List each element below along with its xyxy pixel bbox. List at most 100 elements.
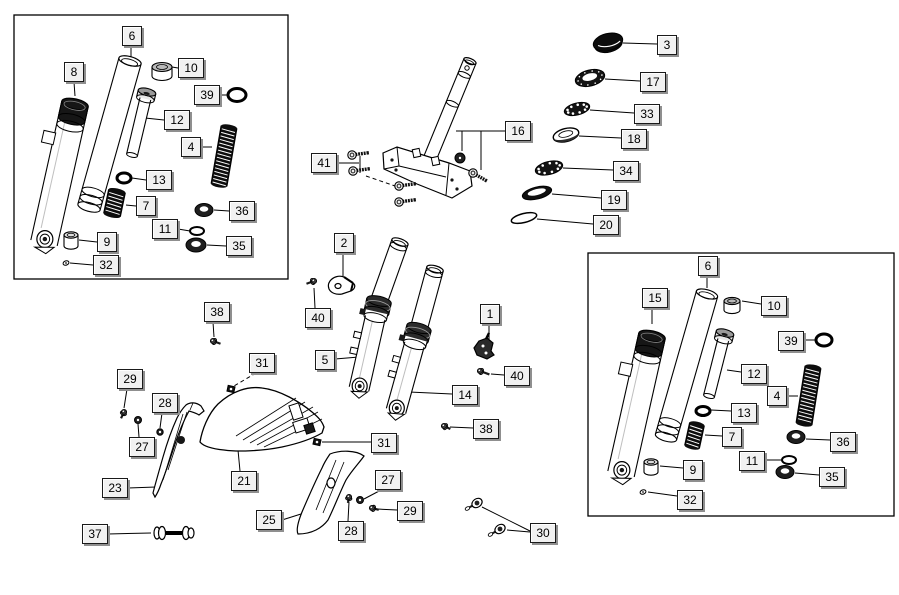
callout-23[interactable]: 23 [102,478,128,498]
callout-29-left[interactable]: 29 [117,369,143,389]
callout-37[interactable]: 37 [82,524,108,544]
callout-11-left[interactable]: 11 [152,219,178,239]
callout-39-right[interactable]: 39 [778,331,804,351]
callout-30[interactable]: 30 [530,523,556,543]
callout-6-right[interactable]: 6 [698,256,718,276]
lower-yoke-edges [383,146,450,196]
callout-38-lower[interactable]: 38 [473,419,499,439]
fork-outer-leg-8 [30,97,89,255]
steering-stem-16 [419,57,477,172]
callout-32-left[interactable]: 32 [93,255,119,275]
callout-38-upper[interactable]: 38 [204,302,230,322]
callout-13-right[interactable]: 13 [731,403,757,423]
callout-19[interactable]: 19 [601,190,627,210]
ring-11-right [781,455,797,465]
screw-38-lower [440,422,451,431]
clamp-bolt-41d [394,197,417,207]
callout-40-upper[interactable]: 40 [305,308,331,328]
spring-7-left [103,187,126,219]
cap-10-right [723,296,741,315]
callout-34[interactable]: 34 [613,161,639,181]
callout-12-right[interactable]: 12 [741,364,767,384]
callout-35-left[interactable]: 35 [226,236,252,256]
callout-36-right[interactable]: 36 [830,432,856,452]
callout-7-right[interactable]: 7 [722,427,742,447]
clip-nut-28-left [156,428,164,436]
callout-9-left[interactable]: 9 [97,232,117,252]
bushing-9-left [63,231,79,250]
callout-41[interactable]: 41 [311,153,337,173]
callout-36-left[interactable]: 36 [229,201,255,221]
screw-29-left [119,408,128,419]
callout-4-left[interactable]: 4 [181,137,201,157]
leader-lines [69,42,831,535]
fender-bracket-a [288,402,304,421]
ring-11-left [189,226,205,236]
square-nut-31-right [312,437,322,447]
callout-1[interactable]: 1 [480,304,500,324]
callout-15[interactable]: 15 [642,288,668,308]
callout-17[interactable]: 17 [640,72,666,92]
left-assembly-box [13,14,289,280]
fork-outer-leg-15 [607,329,666,486]
stem-bolt-16 [468,168,488,183]
dust-ring-20 [510,211,538,225]
callout-9-right[interactable]: 9 [683,460,703,480]
callout-31-upper[interactable]: 31 [249,353,275,373]
hose-clamp-1-pin [484,332,491,340]
callout-29-right[interactable]: 29 [397,501,423,521]
callout-16[interactable]: 16 [505,121,531,141]
callout-4-right[interactable]: 4 [767,386,787,406]
ball-bearing-34 [534,160,564,176]
o-ring-39-right [814,332,834,348]
o-ring-13-left [115,171,133,185]
callout-28-left[interactable]: 28 [152,393,178,413]
spring-4-left [210,124,238,188]
o-ring-39-left [226,87,248,103]
callout-2[interactable]: 2 [334,233,354,253]
callout-32-right[interactable]: 32 [677,490,703,510]
axle-37-end [187,527,195,539]
callout-33[interactable]: 33 [634,104,660,124]
yoke-stud-a [411,147,422,159]
callout-25[interactable]: 25 [256,510,282,530]
callout-31-right[interactable]: 31 [371,433,397,453]
callout-7-left[interactable]: 7 [136,196,156,216]
callout-12-left[interactable]: 12 [164,110,190,130]
o-ring-13-right [694,405,712,417]
bearing-race-19 [521,185,553,201]
screw-38-upper [209,337,221,346]
screw-40-right [476,367,490,376]
clamp-bolt-41b [348,166,371,176]
callout-5[interactable]: 5 [315,350,335,370]
spring-4-right [795,364,822,427]
fork-inner-tube-6-left [77,55,142,213]
clamp-bolt-41a [347,150,370,160]
callout-27-left[interactable]: 27 [129,437,155,457]
callout-13-left[interactable]: 13 [146,170,172,190]
fork-inner-tube-6-right [654,288,719,443]
callout-39-left[interactable]: 39 [194,85,220,105]
callout-8[interactable]: 8 [64,62,84,82]
callout-3[interactable]: 3 [657,35,677,55]
side-cover-25 [296,450,365,535]
callout-21[interactable]: 21 [231,471,257,491]
callout-10-left[interactable]: 10 [178,58,204,78]
bushing-9-right [643,458,659,476]
callout-10-right[interactable]: 10 [761,296,787,316]
callout-18[interactable]: 18 [621,129,647,149]
stem-nut-16 [454,152,466,164]
callout-11-right[interactable]: 11 [739,451,765,471]
right-assembly-box [587,252,895,517]
callout-14[interactable]: 14 [452,385,478,405]
callout-6-left[interactable]: 6 [122,26,142,46]
ball-bearing-33 [563,101,591,117]
callout-27-right[interactable]: 27 [375,470,401,490]
callout-40-right[interactable]: 40 [504,366,530,386]
callout-35-right[interactable]: 35 [819,467,845,487]
callout-28-right[interactable]: 28 [338,521,364,541]
seal-36-right [786,430,806,444]
callout-20[interactable]: 20 [593,215,619,235]
